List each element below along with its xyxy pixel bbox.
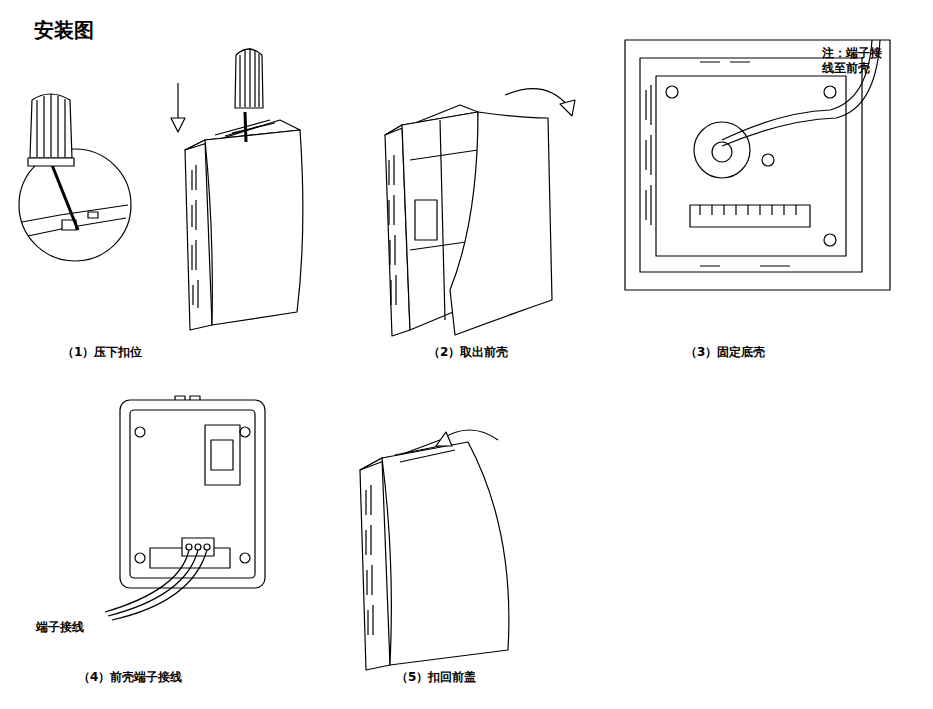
step-caption: （3）固定底壳 xyxy=(685,345,765,360)
page-title: 安装图 xyxy=(34,18,94,43)
step-caption: （2）取出前壳 xyxy=(428,345,508,360)
device-closed xyxy=(171,48,303,330)
step-caption: （4）前壳端子接线 xyxy=(78,670,182,685)
base-on-wall xyxy=(625,40,890,290)
detail-magnifier xyxy=(19,94,131,261)
device-opening xyxy=(385,89,575,336)
front-shell-back xyxy=(105,396,265,620)
device-closing xyxy=(360,430,509,670)
note-label: 注：端子接线至前壳 xyxy=(822,46,884,76)
wire-label: 端子接线 xyxy=(36,620,84,635)
step-caption: （1）压下扣位 xyxy=(62,345,142,360)
step-caption: （5）扣回前盖 xyxy=(396,670,476,685)
